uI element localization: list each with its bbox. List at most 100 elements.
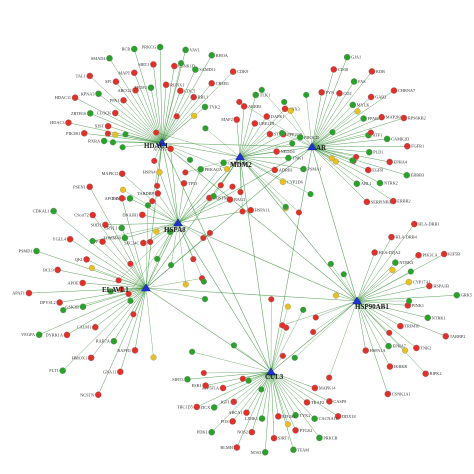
node-zbtb16[interactable] [86,110,94,117]
node-ddx18[interactable] [334,413,342,420]
node-kif5b[interactable] [440,250,448,258]
node-unlabeled-78[interactable] [237,189,244,196]
node-unlabeled-38[interactable] [200,234,207,242]
node-hdac3[interactable] [65,119,72,126]
node-hspa4[interactable] [156,168,163,176]
node-unlabeled-5[interactable] [312,314,319,321]
node-abl1[interactable] [353,180,361,187]
node-unlabeled-45[interactable] [147,238,154,245]
node-unlabeled-63[interactable] [149,198,156,205]
node-xist[interactable] [104,122,112,130]
node-mapk11[interactable] [118,170,126,177]
node-unlabeled-84[interactable] [119,144,126,151]
node-traf2[interactable] [303,399,311,406]
node-apaf1[interactable] [25,289,33,297]
node-trim10[interactable] [397,322,404,330]
node-ripk2[interactable] [422,370,429,377]
node-unlabeled-3[interactable] [190,256,197,263]
hub-node-hspa8[interactable] [173,218,183,227]
node-dcx[interactable] [210,404,218,411]
node-grk5[interactable] [453,291,461,299]
node-raph1[interactable] [131,347,139,354]
node-casp8[interactable] [326,398,333,405]
node-unlabeled-72[interactable] [332,158,339,165]
node-unlabeled-71[interactable] [202,125,209,132]
hub-node-ar[interactable] [307,142,317,151]
node-unlabeled-26[interactable] [340,271,347,278]
node-unlabeled-35[interactable] [173,113,180,120]
node-cd2[interactable] [336,90,343,97]
node-runx1[interactable] [162,81,170,89]
node-dpysl2[interactable] [56,299,63,306]
node-atp5f1a[interactable] [219,384,227,392]
node-unlabeled-40[interactable] [310,328,317,336]
node-rhoa[interactable] [208,52,215,59]
node-unlabeled-4[interactable] [201,296,209,303]
node-prkcg[interactable] [156,43,164,51]
node-unlabeled-10[interactable] [229,183,236,190]
node-unlabeled-31[interactable] [200,278,207,285]
node-unlabeled-16[interactable] [258,86,265,93]
node-unlabeled-20[interactable] [268,296,275,303]
node-cyp17a1[interactable] [405,278,413,286]
node-pld1[interactable] [365,148,373,156]
node-tyk2[interactable] [201,103,209,111]
node-camk2d[interactable] [383,135,391,143]
node-unlabeled-25[interactable] [127,260,134,267]
node-sirt3[interactable] [184,376,191,383]
node-hla-dqa2[interactable] [371,249,378,256]
node-bcl9[interactable] [54,266,61,274]
node-unlabeled-81[interactable] [166,228,174,235]
node-unlabeled-13[interactable] [200,369,207,377]
node-unlabeled-83[interactable] [239,375,246,382]
node-sp1[interactable] [112,78,120,85]
node-sirt1[interactable] [150,61,157,68]
node-unlabeled-14[interactable] [178,60,185,67]
node-unlabeled-79[interactable] [349,157,356,164]
node-unlabeled-56[interactable] [187,156,194,163]
node-unlabeled-48[interactable] [279,352,286,359]
node-unlabeled-15[interactable] [153,129,160,136]
hub-node-elavl1[interactable] [141,283,151,292]
hub-node-cul3[interactable] [266,367,276,376]
node-unlabeled-65[interactable] [367,129,374,136]
node-adrb1[interactable] [271,166,279,174]
node-pik3cb[interactable] [296,134,304,141]
node-csnk2a1[interactable] [384,390,392,398]
hub-node-mdm2[interactable] [235,152,245,161]
node-egfr[interactable] [364,166,372,174]
node-unlabeled-47[interactable] [402,347,409,354]
node-unlabeled-80[interactable] [125,290,132,297]
node-cacna1c[interactable] [311,415,318,422]
node-eif2s1[interactable] [275,413,282,420]
node-unlabeled-37[interactable] [354,108,361,115]
node-unlabeled-49[interactable] [122,131,129,138]
node-sod1[interactable] [102,221,109,229]
node-esr1[interactable] [202,382,209,389]
node-unlabeled-88[interactable] [118,286,125,293]
node-blmh[interactable] [233,444,241,451]
node-bcr[interactable] [131,45,138,53]
node-unlabeled-68[interactable] [386,329,393,336]
node-unlabeled-62[interactable] [284,303,291,310]
node-rxra[interactable] [100,137,108,145]
node-erbb2[interactable] [390,197,397,205]
node-unlabeled-1[interactable] [307,191,314,198]
node-fos[interactable] [229,418,236,425]
node-apoe[interactable] [79,279,86,287]
node-epha4[interactable] [386,158,393,166]
node-unlabeled-64[interactable] [282,203,289,210]
node-unlabeled-82[interactable] [332,292,340,299]
node-serpinb3[interactable] [363,198,371,206]
node-unlabeled-2[interactable] [328,155,335,162]
node-chrna7[interactable] [390,87,398,94]
node-rbl1[interactable] [190,93,197,101]
node-cyp2d6[interactable] [279,178,287,186]
node-unlabeled-11[interactable] [60,307,67,314]
node-ntrk1[interactable] [424,314,432,322]
node-creb1[interactable] [208,80,215,87]
node-unlabeled-24[interactable] [89,237,96,245]
node-tfdp2[interactable] [147,84,155,91]
node-arrb1[interactable] [240,103,248,110]
node-tfam[interactable] [290,446,297,454]
